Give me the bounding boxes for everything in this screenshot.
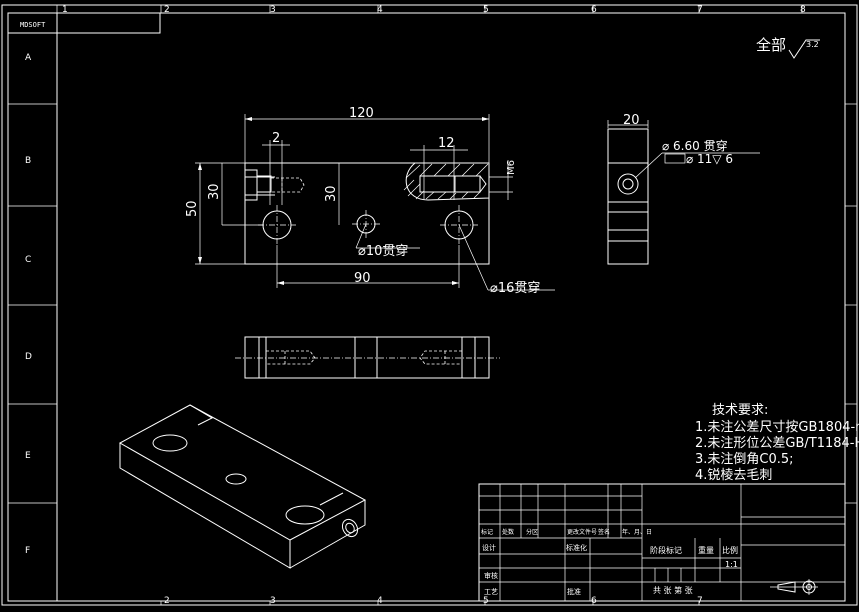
row-label: D <box>25 352 32 362</box>
dimension-2: 2 <box>272 131 280 146</box>
row-label: C <box>25 255 31 265</box>
design-label: 设计 <box>482 543 496 552</box>
column-label: 4 <box>377 5 383 15</box>
column-labels: 1 2 3 4 5 6 7 8 2 3 4 5 6 7 <box>62 5 806 606</box>
rev-header: 标记 <box>481 528 493 536</box>
rev-header: 处数 <box>502 528 514 536</box>
dimension-30-left: 30 <box>207 183 222 200</box>
roughness-icon <box>788 39 820 59</box>
dimension-20: 20 <box>623 113 640 128</box>
sheet-outer-border <box>1 4 858 606</box>
dimension-12: 12 <box>438 136 455 151</box>
dimension-90: 90 <box>354 271 371 286</box>
row-label: E <box>25 451 31 461</box>
column-label: 3 <box>270 596 276 606</box>
column-zone-ticks <box>56 5 803 13</box>
side-view: 20 ⌀ 6.60 贯穿 ⌀ 11▽ 6 <box>607 113 760 265</box>
sheet-inner-border <box>7 12 846 602</box>
hole-16-label: ⌀16贯穿 <box>490 280 540 296</box>
drawing-frame <box>56 12 846 602</box>
standardization-label: 标准化 <box>566 543 587 552</box>
process-label: 工艺 <box>484 588 498 596</box>
bottom-zone-ticks <box>160 601 700 605</box>
column-label: 6 <box>591 5 597 15</box>
weight-label: 重量 <box>698 545 714 555</box>
column-label: 2 <box>164 5 170 15</box>
projection-symbol-icon <box>770 579 818 595</box>
column-label: 8 <box>800 5 806 15</box>
side-hole-top: ⌀ 6.60 贯穿 <box>662 138 728 153</box>
scale-label: 比例 <box>722 545 738 555</box>
tech-item: 4.锐棱去毛刺 <box>695 467 772 483</box>
dimension-120: 120 <box>349 106 374 121</box>
tech-item: 2.未注形位公差GB/T1184-H; <box>695 436 859 451</box>
technical-requirements: 技术要求: 1.未注公差尺寸按GB1804-m; 2.未注形位公差GB/T118… <box>695 403 859 483</box>
column-label: 2 <box>164 596 170 606</box>
roughness-prefix: 全部 <box>756 36 786 54</box>
dimension-m6: M6 <box>506 160 517 175</box>
rev-header: 更改文件号 <box>567 528 597 536</box>
tech-item: 1.未注公差尺寸按GB1804-m; <box>695 420 859 435</box>
row-label: B <box>25 156 31 166</box>
software-box <box>7 12 161 34</box>
roughness-value: 3.2 <box>806 40 819 49</box>
dimension-30-mid: 30 <box>324 185 339 202</box>
row-zone-ticks <box>8 103 857 504</box>
rev-header: 分区 <box>526 528 538 536</box>
front-view: 120 2 12 M6 50 30 30 ⌀10贯穿 <box>185 106 555 296</box>
side-hole-bottom: ⌀ 11▽ 6 <box>686 152 733 166</box>
software-label: MDSOFT <box>20 21 46 29</box>
surface-roughness: 全部 3.2 <box>756 36 820 59</box>
sheets-text: 共 张 第 张 <box>653 585 693 595</box>
row-labels: A B C D E F <box>25 53 32 556</box>
rev-header: 年、月、日 <box>622 528 652 536</box>
review-label: 审核 <box>484 571 498 580</box>
hole-10-label: ⌀10贯穿 <box>358 243 408 259</box>
scale-value: 1:1 <box>725 560 738 569</box>
column-label: 4 <box>377 596 383 606</box>
dimension-50: 50 <box>185 200 200 217</box>
column-label: 3 <box>270 5 276 15</box>
approve-label: 批准 <box>567 587 581 596</box>
isometric-view <box>118 404 367 569</box>
row-label: A <box>25 53 32 63</box>
row-label: F <box>25 546 30 556</box>
tech-item: 3.未注倒角C0.5; <box>695 452 794 467</box>
column-label: 5 <box>483 5 489 15</box>
column-label: 7 <box>697 5 703 15</box>
column-label: 1 <box>62 5 68 15</box>
tech-heading: 技术要求: <box>712 403 768 418</box>
stage-label: 阶段标记 <box>650 545 682 555</box>
top-view <box>235 336 500 379</box>
title-block: 标记 处数 分区 更改文件号 签名 年、月、日 设计 标准化 阶段标记 重量 比… <box>478 483 846 602</box>
rev-header: 签名 <box>598 528 610 536</box>
